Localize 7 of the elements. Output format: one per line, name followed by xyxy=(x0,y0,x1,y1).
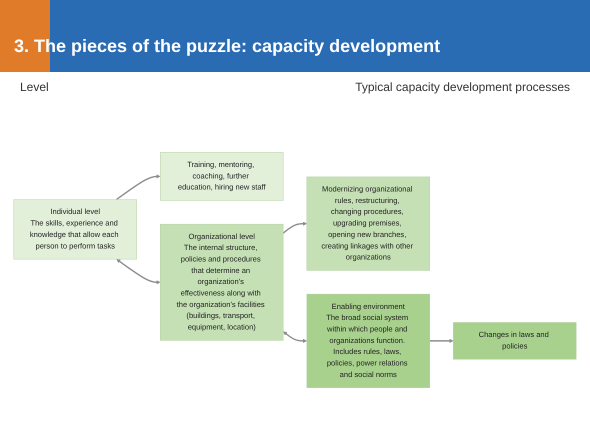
arrow xyxy=(116,174,160,200)
arrow xyxy=(430,338,454,343)
arrow xyxy=(282,222,307,234)
column-heading: Level xyxy=(20,80,49,94)
column-heading: Typical capacity development processes xyxy=(355,80,570,94)
arrow xyxy=(116,259,160,284)
arrow xyxy=(283,331,307,343)
